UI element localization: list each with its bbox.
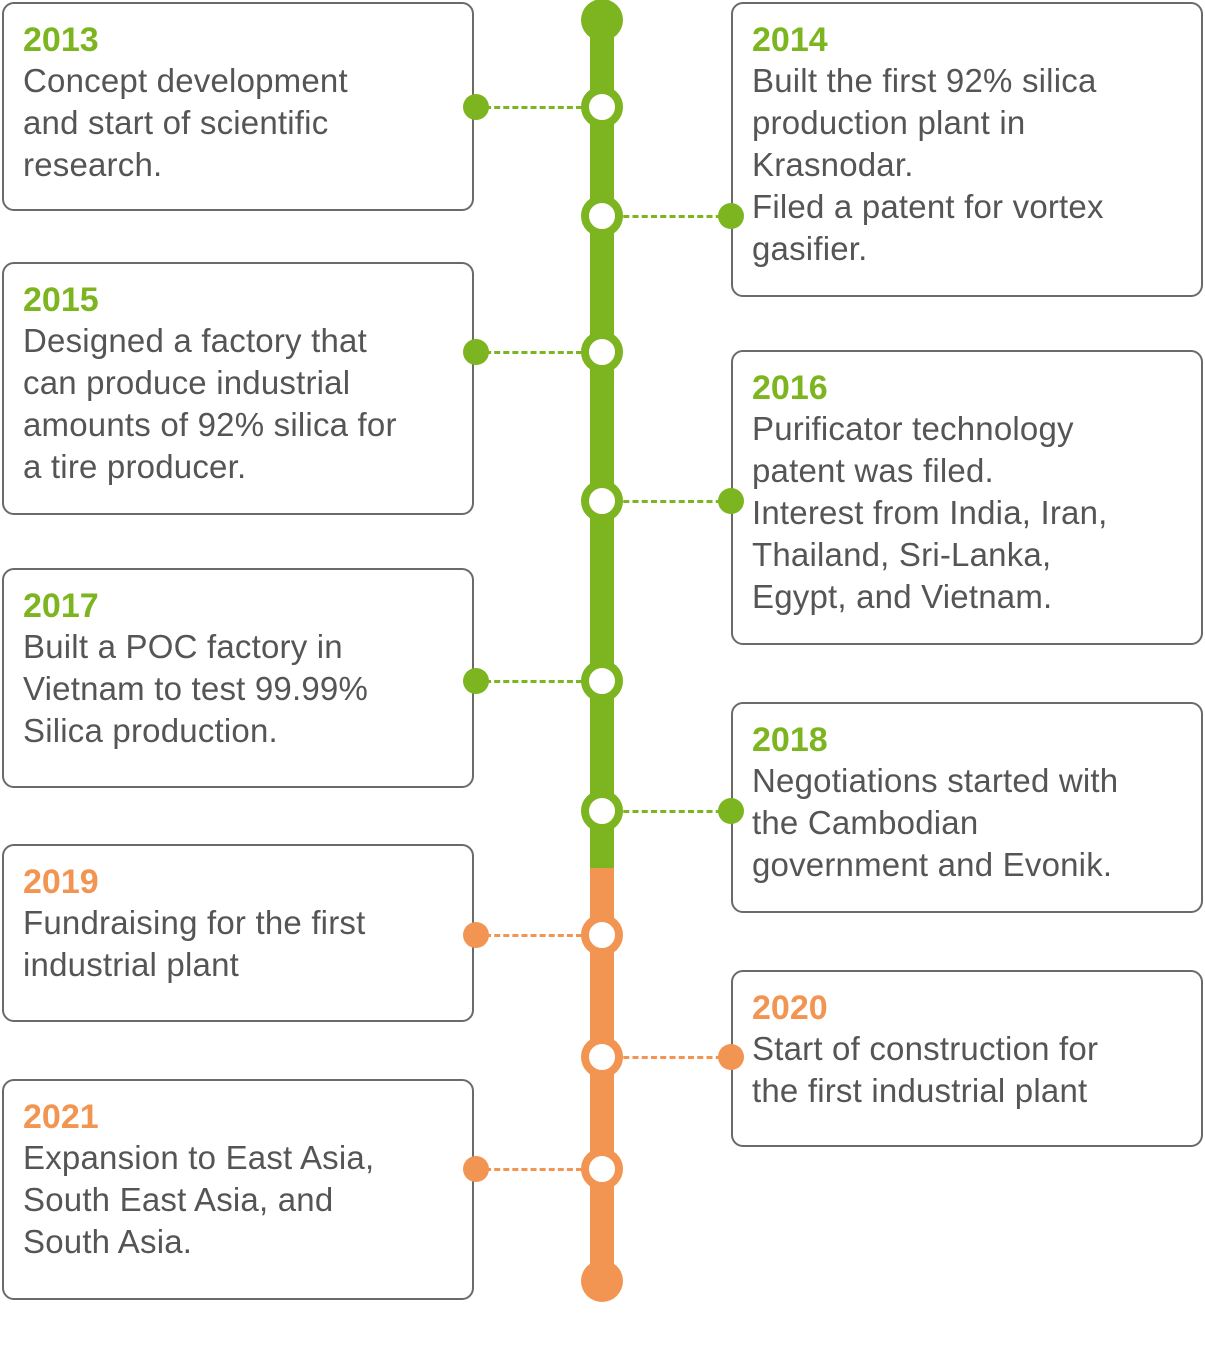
event-description-line: Fundraising for the first: [23, 904, 366, 941]
timeline-end-cap: [581, 1260, 623, 1302]
event-description-line: Purificator technology: [752, 410, 1074, 447]
event-year: 2020: [752, 989, 828, 1027]
event-description-line: can produce industrial: [23, 364, 351, 401]
timeline-node: [581, 1148, 623, 1190]
event-description-line: a tire producer.: [23, 448, 247, 485]
timeline-node: [581, 1036, 623, 1078]
event-description-line: Vietnam to test 99.99%: [23, 670, 369, 707]
connector-dashed-line: [614, 215, 731, 218]
connector-dot: [718, 488, 744, 514]
event-description-line: Interest from India, Iran,: [752, 494, 1108, 531]
event-description-line: Concept development: [23, 62, 348, 99]
event-description-line: production plant in: [752, 104, 1026, 141]
connector-dashed-line: [476, 1168, 582, 1171]
event-description-line: South East Asia, and: [23, 1181, 334, 1218]
event-description-line: Built a POC factory in: [23, 628, 343, 665]
connector-dashed-line: [614, 500, 731, 503]
event-description-line: South Asia.: [23, 1223, 193, 1260]
event-description-line: Silica production.: [23, 712, 278, 749]
event-year: 2021: [23, 1098, 99, 1136]
event-year: 2015: [23, 281, 99, 319]
event-description-line: research.: [23, 146, 163, 183]
event-description-line: and start of scientific: [23, 104, 329, 141]
event-description-line: Thailand, Sri-Lanka,: [752, 536, 1052, 573]
connector-dot: [718, 798, 744, 824]
event-year: 2017: [23, 587, 99, 625]
timeline-node: [581, 86, 623, 128]
event-description-line: Start of construction for: [752, 1030, 1099, 1067]
event-year: 2013: [23, 21, 99, 59]
event-description-line: industrial plant: [23, 946, 239, 983]
connector-dot: [463, 668, 489, 694]
event-description-line: Expansion to East Asia,: [23, 1139, 375, 1176]
connector-dashed-line: [614, 1056, 731, 1059]
event-year: 2014: [752, 21, 828, 59]
timeline-node: [581, 480, 623, 522]
event-description-line: the first industrial plant: [752, 1072, 1088, 1109]
connector-dashed-line: [476, 106, 582, 109]
event-description-line: Negotiations started with: [752, 762, 1119, 799]
event-description-line: Designed a factory that: [23, 322, 367, 359]
event-year: 2016: [752, 369, 828, 407]
event-description-line: Filed a patent for vortex: [752, 188, 1104, 225]
connector-dot: [463, 922, 489, 948]
connector-dashed-line: [476, 680, 582, 683]
connector-dot: [463, 94, 489, 120]
timeline-node: [581, 195, 623, 237]
timeline-line-green: [590, 20, 614, 870]
connector-dot: [463, 1156, 489, 1182]
event-description-line: the Cambodian: [752, 804, 979, 841]
timeline-start-cap: [581, 0, 623, 41]
event-description-line: government and Evonik.: [752, 846, 1113, 883]
connector-dot: [463, 339, 489, 365]
timeline-node: [581, 790, 623, 832]
connector-dashed-line: [476, 351, 582, 354]
connector-dot: [718, 1044, 744, 1070]
timeline-node: [581, 914, 623, 956]
event-description-line: Egypt, and Vietnam.: [752, 578, 1053, 615]
timeline-node: [581, 331, 623, 373]
event-description-line: amounts of 92% silica for: [23, 406, 397, 443]
event-year: 2019: [23, 863, 99, 901]
connector-dashed-line: [614, 810, 731, 813]
connector-dashed-line: [476, 934, 582, 937]
event-description-line: gasifier.: [752, 230, 868, 267]
event-year: 2018: [752, 721, 828, 759]
event-description-line: Krasnodar.: [752, 146, 914, 183]
connector-dot: [718, 203, 744, 229]
timeline-node: [581, 660, 623, 702]
event-description-line: patent was filed.: [752, 452, 994, 489]
event-description-line: Built the first 92% silica: [752, 62, 1097, 99]
